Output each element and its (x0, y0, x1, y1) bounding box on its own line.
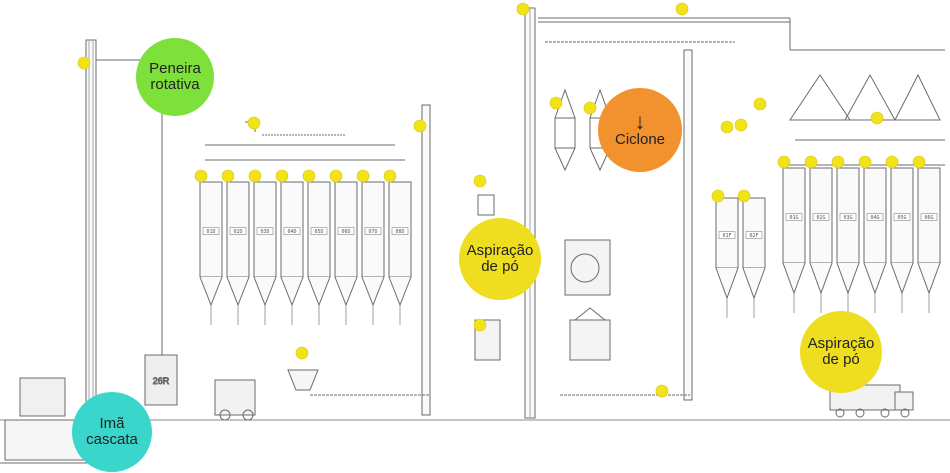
left-silo-tag: 08D (395, 229, 404, 235)
sensor-dot (655, 384, 669, 398)
cyclone-hopper-1 (789, 74, 851, 121)
sensor-dot (302, 169, 316, 183)
peneira-line-1: Peneira (149, 60, 201, 78)
right-silo-tag: 06G (924, 215, 933, 221)
small-hopper (477, 194, 495, 216)
bag-tag: 26R (153, 376, 170, 386)
right-silo-5: 05G (890, 167, 914, 313)
sensor-dot (473, 318, 487, 332)
sensor-dot (275, 169, 289, 183)
sensor-dot (831, 155, 845, 169)
sensor-dot (473, 174, 487, 188)
aspiracao-right-label: Aspiração de pó (800, 311, 882, 393)
sensor-dot (675, 2, 689, 16)
right-silo-tag: 04G (870, 215, 879, 221)
left-silo-group: 01D 02D 03D 04D 05D 06D 07D 08D (199, 181, 412, 325)
ima-cascata-label: Imã cascata (72, 392, 152, 472)
sensor-dot (777, 155, 791, 169)
peneira-rotativa-label: Peneira rotativa (136, 38, 214, 116)
sensor-dot (737, 189, 751, 203)
peneira-line-2: rotativa (150, 76, 200, 93)
aspiracao-left-line-1: Aspiração (466, 242, 534, 260)
sensor-dot (711, 189, 725, 203)
sensor-dot (413, 119, 427, 133)
left-silo-6: 06D (334, 181, 358, 325)
sensor-dot (383, 169, 397, 183)
bulk-bag-bin (144, 354, 178, 406)
center-silo-tag: 02F (749, 233, 758, 239)
sensor-dot (583, 101, 597, 115)
left-silo-tag: 06D (341, 229, 350, 235)
plant-structure (0, 7, 950, 464)
cyclone-body-1 (554, 117, 576, 149)
scale-hopper (287, 369, 319, 391)
left-silo-1: 01D (199, 181, 223, 325)
right-silo-1: 01G (782, 167, 806, 313)
left-silo-tag: 02D (233, 229, 242, 235)
left-silo-tag: 07D (368, 229, 377, 235)
sensor-dot (77, 56, 91, 70)
ima-line-1: Imã (99, 415, 125, 433)
aspiracao-right-line-1: Aspiração (807, 335, 875, 353)
left-silo-tag: 05D (314, 229, 323, 235)
left-silo-2: 02D (226, 181, 250, 325)
right-silo-3: 03G (836, 167, 860, 313)
sensor-dot (516, 2, 530, 16)
sensor-dot (247, 116, 261, 130)
pellet-mill (564, 239, 611, 296)
sensor-dot (885, 155, 899, 169)
cyclone-cone-1 (554, 147, 576, 172)
right-silo-tag: 01G (789, 215, 798, 221)
sensor-dot (804, 155, 818, 169)
right-silo-2: 02G (809, 167, 833, 313)
sensor-markers (77, 2, 926, 398)
truck-left (19, 377, 66, 417)
left-silo-8: 08D (388, 181, 412, 325)
sensor-dot (356, 169, 370, 183)
sensor-dot (295, 346, 309, 360)
forklift (214, 379, 256, 416)
sensor-dot (858, 155, 872, 169)
right-silo-6: 06G (917, 167, 941, 313)
arrow-down-icon: ↓ (634, 109, 646, 135)
right-silo-group: 01G 02G 03G 04G 05G 06G (782, 167, 941, 313)
left-silo-tag: 04D (287, 229, 296, 235)
cooler (569, 319, 611, 361)
right-silo-4: 04G (863, 167, 887, 313)
cyclone-hopper-3 (894, 73, 941, 121)
ciclone-label: ↓ Ciclone (598, 88, 682, 172)
sensor-dot (753, 97, 767, 111)
sensor-dot (194, 169, 208, 183)
sensor-dot (734, 118, 748, 132)
center-silo-group: 01F 02F (715, 197, 766, 318)
aspiracao-left-label: Aspiração de pó (459, 218, 541, 300)
mill-wheel (570, 253, 600, 283)
sensor-dot (720, 120, 734, 134)
right-silo-tag: 02G (816, 215, 825, 221)
right-silo-tag: 03G (843, 215, 852, 221)
sensor-dot (221, 169, 235, 183)
cooler-top (573, 307, 607, 321)
left-silo-tag: 03D (260, 229, 269, 235)
sensor-dot (870, 111, 884, 125)
center-silo-1: 01F (715, 197, 739, 318)
sensor-dot (549, 96, 563, 110)
aspiracao-left-line-2: de pó (481, 258, 519, 275)
left-silo-7: 07D (361, 181, 385, 325)
cyclone-hopper-2 (844, 73, 896, 121)
center-silo-tag: 01F (722, 233, 731, 239)
left-silo-4: 04D (280, 181, 304, 325)
sensor-dot (912, 155, 926, 169)
ciclone-text: Ciclone (614, 131, 666, 149)
left-silo-5: 05D (307, 181, 331, 325)
sensor-dot (329, 169, 343, 183)
ima-line-2: cascata (86, 431, 138, 448)
center-silo-2: 02F (742, 197, 766, 318)
left-silo-tag: 01D (206, 229, 215, 235)
left-silo-3: 03D (253, 181, 277, 325)
aspiracao-right-line-2: de pó (822, 351, 860, 368)
sensor-dot (248, 169, 262, 183)
right-silo-tag: 05G (897, 215, 906, 221)
